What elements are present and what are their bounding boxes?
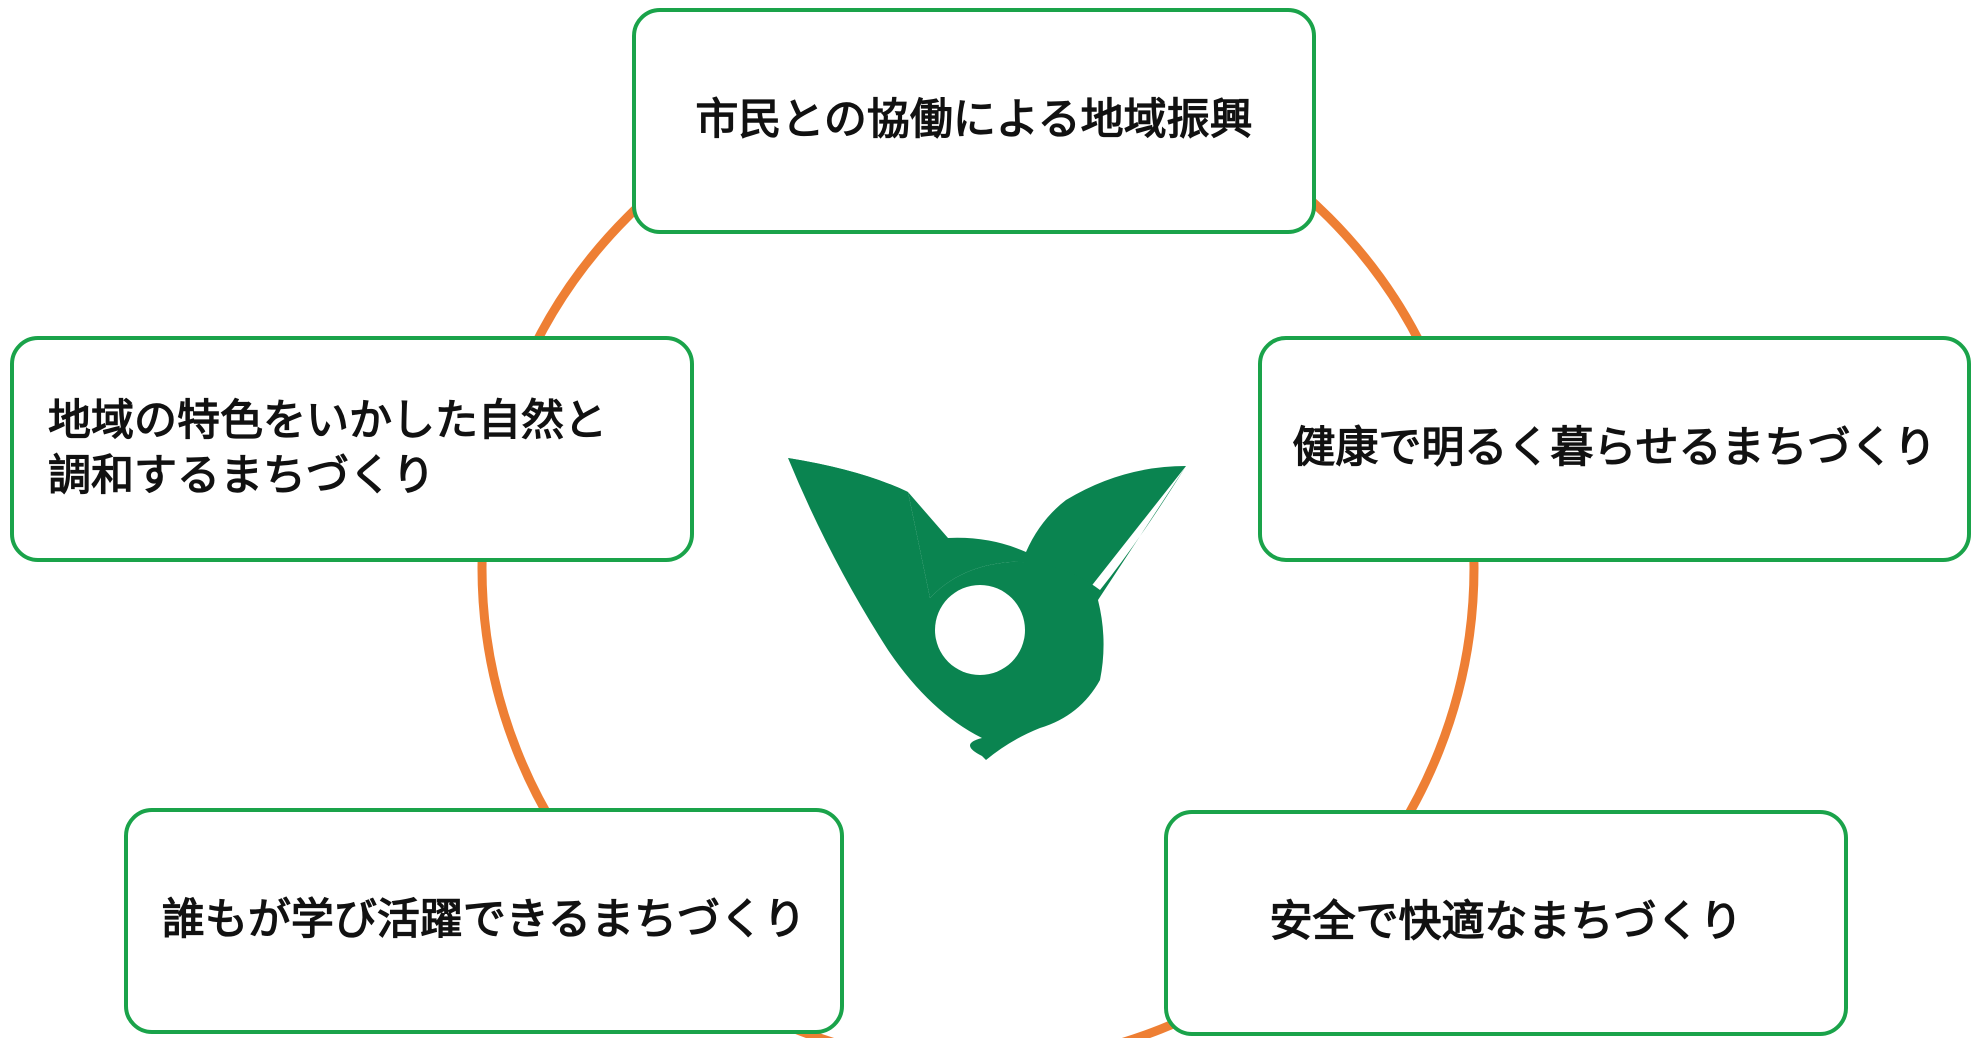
goal-text-right: 健康で明るく暮らせるまちづくり (1292, 423, 1937, 474)
goal-text-bottom-left: 誰もが学び活躍できるまちづくり (161, 895, 807, 946)
city-emblem-icon (788, 458, 1186, 760)
goal-text-left-line2: 調和するまちづくり (48, 451, 435, 501)
goal-text-top: 市民との協働による地域振興 (695, 95, 1253, 146)
goal-box-left: 地域の特色をいかした自然と 調和するまちづくり (10, 336, 694, 562)
goal-text-left: 地域の特色をいかした自然と 調和するまちづくり (48, 394, 607, 504)
goal-box-bottom-right: 安全で快適なまちづくり (1164, 810, 1848, 1036)
goal-text-left-line1: 地域の特色をいかした自然と (48, 395, 607, 446)
goal-box-top: 市民との協働による地域振興 (632, 8, 1316, 234)
goal-box-right: 健康で明るく暮らせるまちづくり (1258, 336, 1971, 562)
goal-box-bottom-left: 誰もが学び活躍できるまちづくり (124, 808, 844, 1034)
goal-text-bottom-right: 安全で快適なまちづくり (1269, 897, 1743, 948)
